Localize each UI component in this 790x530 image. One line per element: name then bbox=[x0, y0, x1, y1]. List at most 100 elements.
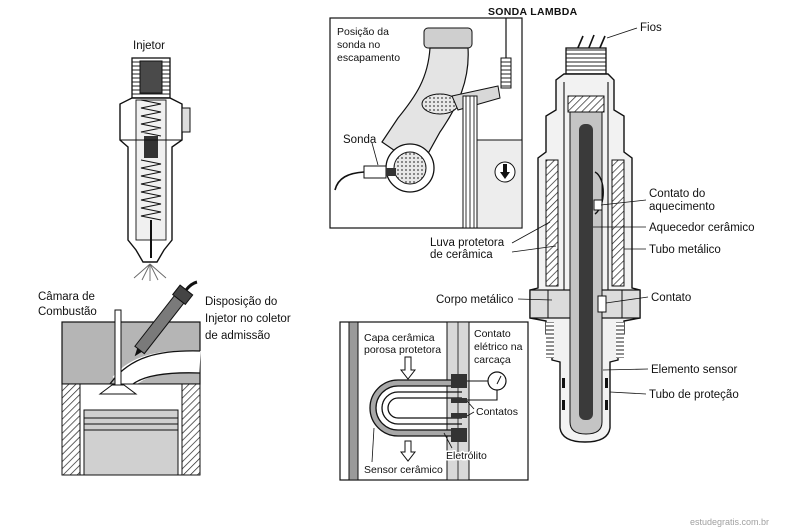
ceramic-sleeve-leader-line bbox=[511, 245, 557, 253]
probe-tip bbox=[386, 168, 396, 176]
diagram-title: SONDA LAMBDA bbox=[488, 6, 578, 18]
porous-cap-label-line: Capa cerâmica bbox=[364, 332, 435, 344]
exhaust-position-inset: Posição da sonda no escapamento Sonda bbox=[329, 17, 523, 229]
probe-body bbox=[363, 165, 387, 179]
upper-sensor bbox=[500, 57, 512, 89]
sensor-element-label: Elemento sensor bbox=[651, 364, 737, 376]
injector-spray-line bbox=[149, 263, 159, 281]
angled-injector-tip bbox=[134, 348, 142, 357]
placement-label-line: de admissão bbox=[205, 330, 270, 342]
metal-body-leader-line bbox=[517, 298, 553, 301]
housing-contact-label-line: elétrico na bbox=[474, 341, 523, 353]
ceramic-detail-inset: Capa cerâmica porosa protetora Contato e… bbox=[339, 321, 529, 481]
placement-label-line: Injetor no coletor bbox=[205, 313, 291, 325]
protection-tube-slot bbox=[605, 400, 608, 410]
injector-spray-line bbox=[133, 263, 151, 279]
exhaust-pipe-core bbox=[393, 151, 427, 185]
contact-leader-line bbox=[605, 296, 649, 304]
ceramic-sensor-leader-line bbox=[371, 427, 375, 463]
flow-arrow-icon bbox=[500, 164, 510, 179]
cylinder-wall-right bbox=[181, 383, 201, 476]
ceramic-sleeve-left bbox=[545, 159, 559, 287]
probe-cable bbox=[334, 171, 365, 191]
wires-leader-line bbox=[606, 27, 638, 39]
placement-label-line: Disposição do bbox=[205, 296, 277, 308]
heater-contact bbox=[593, 199, 603, 211]
sensor-thread-left bbox=[546, 322, 554, 358]
probe-label: Sonda bbox=[343, 134, 377, 146]
intake-port-lower-edge bbox=[132, 372, 201, 385]
protection-tube-slot bbox=[562, 378, 565, 388]
sensor-top-cap bbox=[565, 47, 607, 75]
contacts-label: Contatos bbox=[476, 406, 518, 418]
voltmeter-icon bbox=[487, 371, 507, 391]
electrolyte-leader-line bbox=[443, 432, 453, 449]
intake-port bbox=[112, 350, 201, 392]
manifold-flange bbox=[423, 27, 473, 49]
ceramic-sleeve-right bbox=[611, 159, 625, 287]
protection-tube-slot bbox=[605, 378, 608, 388]
valve-head bbox=[98, 384, 138, 395]
heater-contact-leader-line bbox=[600, 199, 647, 206]
injector-side-connector bbox=[181, 107, 191, 133]
metal-body-label: Corpo metálico bbox=[436, 294, 513, 306]
inset-caption-line: Posição da bbox=[337, 26, 389, 38]
ceramic-sleeve-label-line: Luva protetora bbox=[430, 237, 505, 249]
housing-contact-upper bbox=[451, 374, 467, 388]
cylinder-wall-left bbox=[61, 383, 81, 476]
down-arrow-icon bbox=[399, 356, 417, 380]
piston bbox=[83, 409, 179, 476]
gauge-wire bbox=[467, 390, 498, 401]
contact-label: Contato bbox=[651, 292, 691, 304]
top-insulator bbox=[567, 95, 605, 113]
ceramic-layer-middle bbox=[375, 385, 462, 431]
valve-stem bbox=[114, 309, 122, 387]
inset-caption-line: sonda no bbox=[337, 39, 380, 51]
probe-leader-line bbox=[371, 142, 379, 166]
injector-connector-core bbox=[139, 60, 163, 94]
engine-wall bbox=[462, 95, 478, 229]
protection-tube-label: Tubo de proteção bbox=[649, 389, 739, 401]
injector-spray-line bbox=[141, 263, 151, 281]
ceramic-layer-outer bbox=[369, 379, 462, 437]
metal-tube-label: Tubo metálico bbox=[649, 244, 721, 256]
watermark: estudegratis.com.br bbox=[690, 517, 769, 527]
housing-contact-lower bbox=[451, 428, 467, 442]
lambda-sensor-drawing: Fios Contato do aquecimento Aquecedor ce… bbox=[430, 22, 754, 443]
ceramic-sensor-label: Sensor cerâmico bbox=[364, 464, 443, 476]
voltmeter-needle bbox=[496, 375, 502, 385]
inset-caption-line: escapamento bbox=[337, 52, 400, 64]
ceramic-sleeve-leader-line bbox=[511, 221, 551, 244]
injector-drawing bbox=[119, 57, 191, 281]
down-arrow-icon bbox=[399, 440, 417, 462]
body-contact bbox=[597, 295, 607, 313]
sensor-element-leader-line bbox=[602, 368, 649, 371]
housing-contact-label-line: Contato bbox=[474, 328, 511, 340]
combustion-chamber-drawing bbox=[61, 280, 201, 476]
injector-upper-spring bbox=[140, 99, 162, 137]
inner-contact bbox=[451, 413, 467, 418]
wires-label: Fios bbox=[640, 22, 662, 34]
ceramic-layer-inner bbox=[381, 391, 462, 425]
injector-cable bbox=[184, 280, 198, 291]
inset-left-band bbox=[348, 321, 359, 481]
engine-block bbox=[476, 139, 523, 229]
injector-title: Injetor bbox=[133, 40, 165, 52]
housing-contact-label-line: carcaça bbox=[474, 354, 511, 366]
chamber-label-line: Câmara de bbox=[38, 291, 95, 303]
electrolyte-label: Eletrólito bbox=[446, 450, 487, 462]
ceramic-heater-label: Aquecedor cerâmico bbox=[649, 222, 754, 234]
chamber-label-line: Combustão bbox=[38, 306, 97, 318]
ceramic-heater bbox=[579, 124, 593, 420]
contacts-leader-line bbox=[466, 411, 475, 417]
ceramic-layer-core bbox=[387, 397, 462, 419]
injector-lower-spring bbox=[140, 159, 162, 221]
heater-contact-label-line: aquecimento bbox=[649, 201, 715, 213]
injector-spray-line bbox=[149, 263, 167, 279]
ceramic-sleeve-label-line: de cerâmica bbox=[430, 249, 493, 261]
heater-contact-spring bbox=[594, 171, 604, 215]
heater-contact-label-line: Contato do bbox=[649, 188, 705, 200]
inner-contact bbox=[451, 398, 467, 403]
ceramic-layer-fill bbox=[370, 380, 462, 436]
